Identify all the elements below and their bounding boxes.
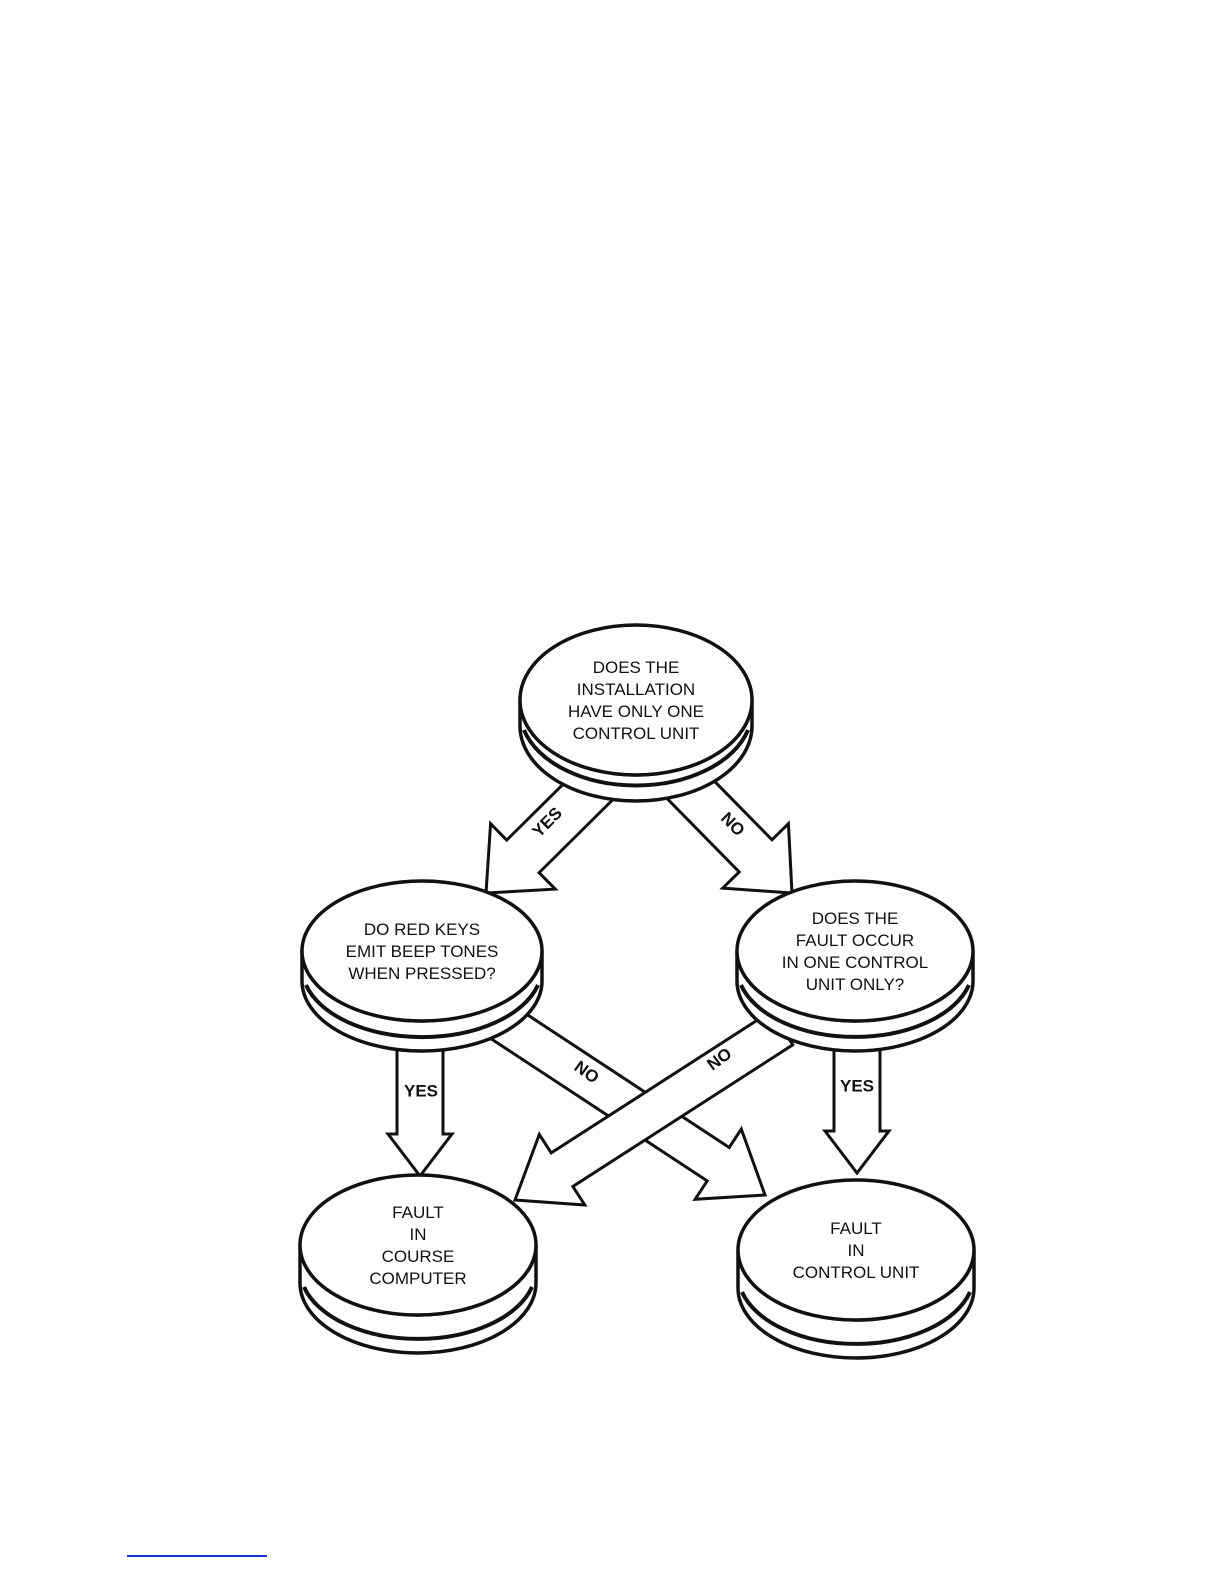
node-text-line: IN ONE CONTROL	[782, 953, 928, 972]
node-q-fault-one-unit: DOES THE FAULT OCCUR IN ONE CONTROL UNIT ON…	[737, 881, 973, 1051]
node-text-line: FAULT OCCUR	[796, 931, 914, 950]
arrow-q-red-keys-beep-to-fault-course-computer	[388, 1038, 452, 1176]
node-text-line: EMIT BEEP TONES	[346, 942, 499, 961]
node-text-line: DOES THE	[593, 658, 680, 677]
node-text-line: DOES THE	[812, 909, 899, 928]
arrow-label-yes: YES	[840, 1076, 874, 1095]
node-text-line: UNIT ONLY?	[806, 975, 905, 994]
node-text-line: COMPUTER	[369, 1269, 466, 1288]
node-text-line: DO RED KEYS	[364, 920, 480, 939]
node-text-line: IN	[410, 1225, 427, 1244]
node-disc-top	[737, 881, 973, 1021]
node-disc-top	[520, 625, 752, 775]
node-fault-course-computer: FAULT IN COURSE COMPUTER	[300, 1175, 536, 1353]
node-text-line: WHEN PRESSED?	[348, 964, 495, 983]
footer-rule	[127, 1555, 267, 1557]
node-text-line: HAVE ONLY ONE	[568, 702, 704, 721]
arrow-q-fault-one-unit-to-fault-control-unit	[825, 1038, 889, 1173]
node-text-line: INSTALLATION	[577, 680, 695, 699]
node-fault-control-unit: FAULT IN CONTROL UNIT	[738, 1180, 974, 1358]
node-text-line: IN	[848, 1241, 865, 1260]
node-text-line: FAULT	[830, 1219, 882, 1238]
node-text-line: COURSE	[382, 1247, 455, 1266]
node-text-line: FAULT	[392, 1203, 444, 1222]
arrow-label-yes: YES	[404, 1081, 438, 1100]
node-text-line: CONTROL UNIT	[573, 724, 700, 743]
node-text-line: CONTROL UNIT	[793, 1263, 920, 1282]
node-q-single-control-unit: DOES THE INSTALLATION HAVE ONLY ONE CONTROL…	[520, 625, 752, 801]
node-q-red-keys-beep: DO RED KEYS EMIT BEEP TONES WHEN PRESSED?	[302, 881, 542, 1051]
node-disc-top	[300, 1175, 536, 1315]
